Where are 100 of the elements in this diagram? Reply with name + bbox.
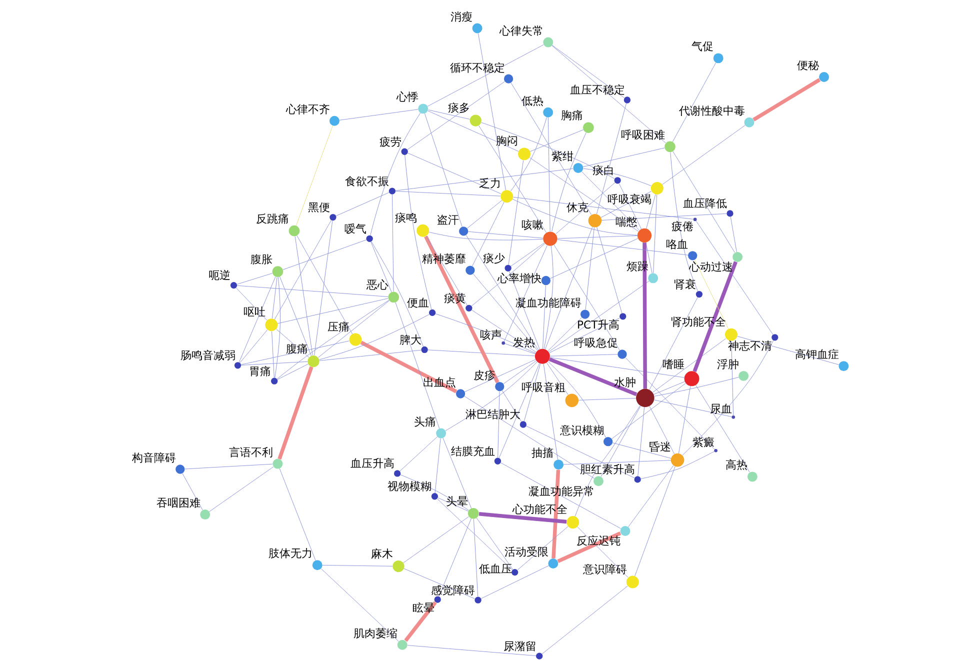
connector <box>553 244 620 350</box>
connector <box>730 340 734 416</box>
node-circle <box>744 117 754 128</box>
connector <box>555 182 615 234</box>
node-label: 咯血 <box>666 238 688 252</box>
connector <box>551 45 666 144</box>
node-circle <box>712 53 723 64</box>
node-circle <box>542 107 553 118</box>
connector <box>752 78 820 122</box>
node-circle <box>519 421 526 428</box>
node-label: 头晕 <box>446 494 468 508</box>
connector <box>240 340 349 365</box>
node-label: 高钾血症 <box>794 348 839 362</box>
connector <box>523 363 540 422</box>
node-label: 痰白 <box>592 164 614 178</box>
node-label: 出血点 <box>422 376 456 390</box>
node-label: 咳声 <box>479 328 502 342</box>
connector <box>235 288 267 321</box>
connector <box>468 231 543 238</box>
connector <box>182 473 202 510</box>
node-circle <box>593 476 603 486</box>
node-circle <box>534 348 550 364</box>
node-label: 尿潴留 <box>502 640 536 653</box>
connector <box>600 406 640 477</box>
connector <box>510 117 546 192</box>
node-label: 意识障碍 <box>582 562 626 576</box>
node-circle <box>536 652 542 660</box>
node-label: 血压升高 <box>350 457 394 470</box>
connector <box>476 518 513 570</box>
connector <box>318 314 429 360</box>
connector <box>508 160 524 266</box>
connector <box>542 364 558 460</box>
connector <box>549 238 638 279</box>
node-label: 休克 <box>566 200 588 214</box>
node-label: 循环不稳定 <box>449 61 504 74</box>
connector <box>426 44 544 107</box>
connector <box>277 366 313 460</box>
node-circle <box>388 292 399 303</box>
connector <box>236 285 388 297</box>
node-circle <box>175 464 184 474</box>
connector <box>403 568 474 599</box>
node-circle <box>731 416 735 419</box>
connector <box>500 462 620 529</box>
connector <box>516 526 568 570</box>
connector <box>276 300 389 380</box>
connector <box>498 363 540 458</box>
connector <box>648 406 674 454</box>
connector <box>549 354 618 356</box>
node-label: 发热 <box>512 336 535 349</box>
node-label: 呼吸衰竭 <box>606 193 651 206</box>
connector <box>578 398 636 400</box>
connector <box>652 194 657 274</box>
connector <box>547 117 550 232</box>
node-circle <box>623 96 630 104</box>
node-label: 痰鸣 <box>394 211 416 224</box>
node-label: 疲劳 <box>378 135 401 148</box>
node-circle <box>392 560 404 572</box>
connector <box>442 438 472 509</box>
connector <box>318 300 390 358</box>
connector <box>427 110 518 152</box>
connector <box>406 645 536 656</box>
connector <box>596 102 626 214</box>
node-circle <box>695 290 702 298</box>
connector <box>582 168 652 186</box>
connector <box>465 234 538 350</box>
connector <box>470 243 545 306</box>
connector <box>526 426 634 478</box>
node-label: 水肿 <box>614 376 636 389</box>
node-label: 头痛 <box>414 415 436 428</box>
node-label: 心动过速 <box>688 260 732 274</box>
node-circle <box>418 104 428 114</box>
connector <box>510 242 544 266</box>
node-label: 活动受限 <box>504 545 548 558</box>
node-label: 紫绀 <box>550 150 573 163</box>
node-label: 紫癜 <box>692 436 714 449</box>
connector <box>395 168 573 191</box>
node-circle <box>714 448 717 452</box>
connector <box>618 183 642 230</box>
node-label: 血压降低 <box>682 197 727 210</box>
connector <box>370 241 424 347</box>
connector <box>271 277 277 319</box>
node-label: 构音障碍 <box>131 452 176 465</box>
node-circle <box>634 476 640 483</box>
connector <box>637 406 644 476</box>
connector <box>502 360 536 384</box>
node-circle <box>500 190 513 203</box>
connector <box>391 194 394 292</box>
node-circle <box>580 310 590 319</box>
node-label: 昏迷 <box>648 440 671 454</box>
node-circle <box>288 225 300 236</box>
node-circle <box>650 182 663 194</box>
node-circle <box>664 141 675 152</box>
node-label: 消瘦 <box>450 10 472 24</box>
connector <box>576 526 628 578</box>
connector <box>437 498 468 512</box>
connector <box>497 391 500 458</box>
connector <box>370 242 392 292</box>
node-label: 心功能不全 <box>512 503 568 516</box>
node-label: 肌肉萎缩 <box>353 626 398 640</box>
node-label: 肾衰 <box>674 278 696 291</box>
